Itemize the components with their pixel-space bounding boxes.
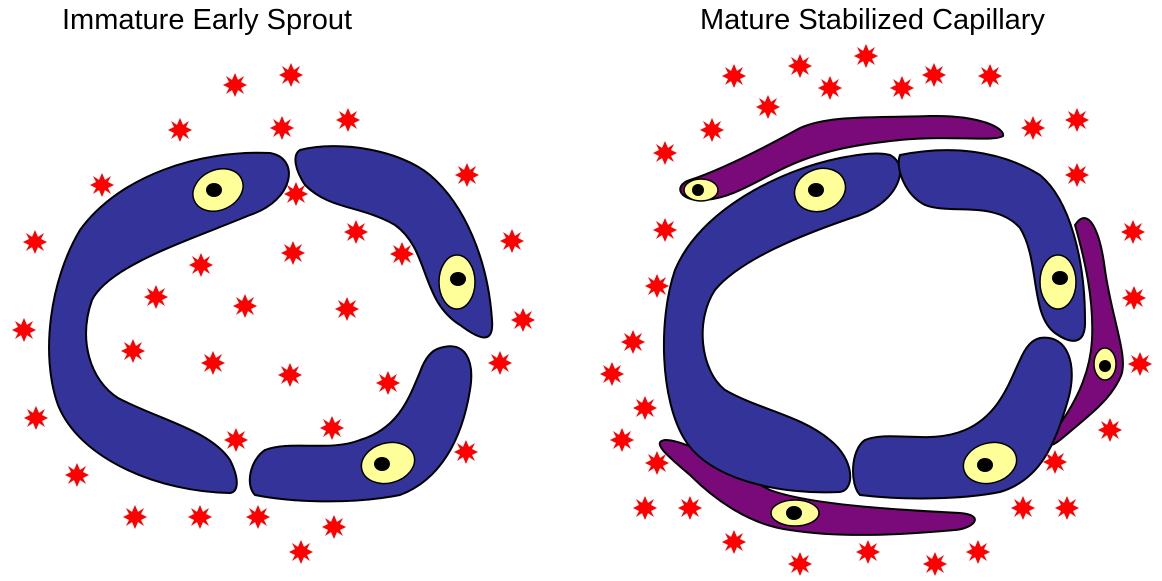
red-particle-star-icon: [144, 285, 168, 309]
red-particle-star-icon: [1055, 496, 1079, 520]
nucleus-icon: [684, 179, 718, 201]
endothelial-cell-upper-right: [899, 150, 1085, 341]
red-particle-star-icon: [1043, 450, 1067, 474]
red-particle-star-icon: [700, 118, 724, 142]
red-particle-star-icon: [121, 339, 145, 363]
immature-sprout-diagram: [12, 63, 535, 564]
red-particle-star-icon: [24, 406, 48, 430]
red-particle-star-icon: [922, 63, 946, 87]
red-particle-star-icon: [233, 294, 257, 318]
red-particle-star-icon: [1098, 418, 1122, 442]
red-particle-star-icon: [511, 308, 535, 332]
red-particle-star-icon: [123, 505, 147, 529]
red-particle-star-icon: [1122, 286, 1146, 310]
nucleus-icon: [771, 500, 819, 526]
endothelial-cell-lower-right: [853, 338, 1072, 499]
red-particle-star-icon: [188, 505, 212, 529]
red-particle-star-icon: [201, 351, 225, 375]
red-particle-star-icon: [376, 371, 400, 395]
red-particle-star-icon: [1065, 163, 1089, 187]
red-particle-star-icon: [90, 173, 114, 197]
red-particle-star-icon: [189, 253, 213, 277]
red-particle-star-icon: [818, 76, 842, 100]
red-particle-star-icon: [633, 396, 657, 420]
red-particle-star-icon: [65, 463, 89, 487]
red-particle-star-icon: [335, 297, 359, 321]
red-particle-star-icon: [455, 163, 479, 187]
red-particle-star-icon: [1121, 220, 1145, 244]
red-particle-star-icon: [610, 428, 634, 452]
red-particle-star-icon: [278, 363, 302, 387]
endothelial-cell-left: [49, 153, 289, 493]
red-particle-star-icon: [454, 440, 478, 464]
red-particle-star-icon: [284, 182, 308, 206]
mature-capillary-diagram: [600, 44, 1152, 576]
red-particle-star-icon: [923, 552, 947, 576]
red-particle-star-icon: [336, 108, 360, 132]
red-particle-star-icon: [621, 330, 645, 354]
red-particle-star-icon: [722, 64, 746, 88]
nucleus-icon: [1094, 348, 1116, 380]
red-particle-star-icon: [788, 54, 812, 78]
nucleus-icon: [1040, 255, 1076, 309]
red-particle-star-icon: [223, 73, 247, 97]
red-particle-star-icon: [856, 540, 880, 564]
red-particle-star-icon: [722, 530, 746, 554]
red-particle-star-icon: [633, 496, 657, 520]
red-particle-star-icon: [224, 428, 248, 452]
red-particle-star-icon: [966, 540, 990, 564]
red-particle-star-icon: [645, 274, 669, 298]
red-particle-star-icon: [270, 116, 294, 140]
red-particle-star-icon: [645, 451, 669, 475]
red-particle-star-icon: [1021, 116, 1045, 140]
red-particle-star-icon: [978, 64, 1002, 88]
red-particle-star-icon: [168, 118, 192, 142]
red-particle-star-icon: [653, 141, 677, 165]
red-particle-star-icon: [289, 540, 313, 564]
red-particle-star-icon: [390, 242, 414, 266]
red-particle-star-icon: [788, 552, 812, 576]
red-particle-star-icon: [1011, 496, 1035, 520]
red-particle-star-icon: [854, 44, 878, 68]
red-particle-star-icon: [600, 362, 624, 386]
red-particle-star-icon: [12, 318, 36, 342]
red-particle-star-icon: [320, 416, 344, 440]
red-particle-star-icon: [890, 76, 914, 100]
red-particle-star-icon: [344, 220, 368, 244]
red-particle-star-icon: [1065, 108, 1089, 132]
red-particle-star-icon: [756, 95, 780, 119]
red-particle-star-icon: [279, 63, 303, 87]
red-particle-star-icon: [23, 230, 47, 254]
red-particle-star-icon: [653, 218, 677, 242]
red-particle-star-icon: [322, 515, 346, 539]
red-particle-star-icon: [678, 496, 702, 520]
red-particle-star-icon: [500, 229, 524, 253]
red-particle-star-icon: [281, 241, 305, 265]
red-particle-star-icon: [246, 505, 270, 529]
red-particle-star-icon: [1128, 352, 1152, 376]
nucleus-icon: [439, 255, 475, 309]
red-particle-star-icon: [488, 351, 512, 375]
